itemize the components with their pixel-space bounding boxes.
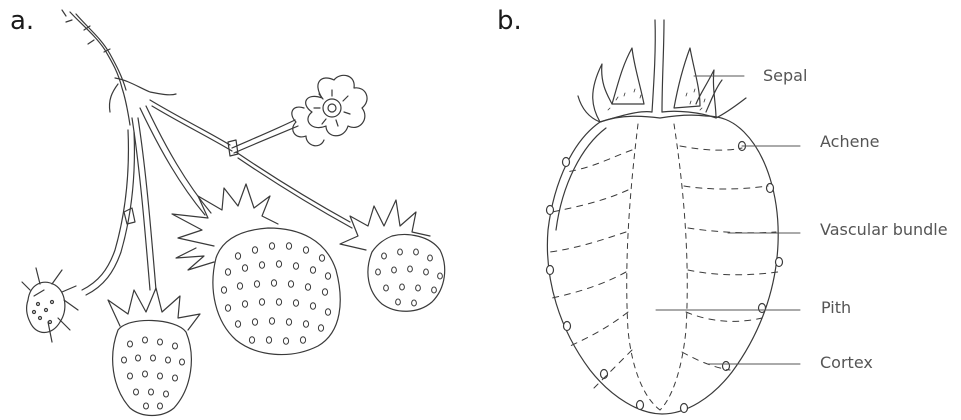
label-sepal: Sepal <box>763 68 807 84</box>
fruit-outline <box>547 115 778 414</box>
pith-region <box>627 124 688 410</box>
fruit-inner-edge <box>556 128 606 230</box>
label-achene: Achene <box>820 134 879 150</box>
label-vascular-bundle: Vascular bundle <box>820 222 948 238</box>
pedicel <box>652 20 664 112</box>
leader-lines <box>656 76 800 364</box>
vascular-bundles <box>550 146 778 388</box>
label-cortex: Cortex <box>820 355 873 371</box>
achenes <box>547 142 783 413</box>
label-pith: Pith <box>821 300 851 316</box>
